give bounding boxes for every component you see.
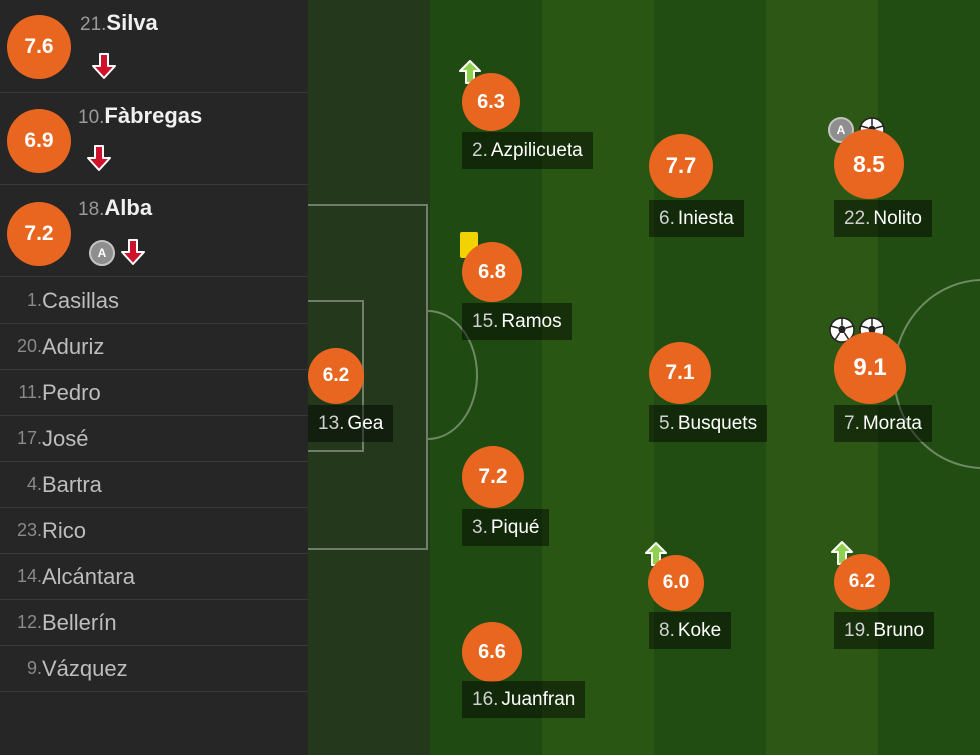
player-label[interactable]: 15.Ramos — [462, 303, 572, 340]
player-name: Koke — [677, 619, 722, 641]
player-name: Bruno — [873, 619, 925, 641]
player-number: 22. — [844, 207, 871, 229]
penalty-box — [308, 204, 428, 550]
player-name: Juanfran — [501, 688, 576, 710]
player-number: 16. — [472, 688, 499, 710]
player-name: Busquets — [677, 412, 758, 434]
player-rating[interactable]: 6.3 — [462, 73, 520, 131]
arrow-down-icon — [121, 239, 145, 265]
player-label[interactable]: 6.Iniesta — [649, 200, 744, 237]
player-label[interactable]: 7.Morata — [834, 405, 932, 442]
player-label[interactable]: 3.Piqué — [462, 509, 550, 546]
bench-player-row[interactable]: 20.Aduriz — [0, 324, 308, 370]
player-number: 1. — [26, 290, 42, 310]
player-number: 2. — [472, 139, 488, 161]
player-label: 21.Silva — [80, 10, 158, 36]
player-label[interactable]: 2.Azpilicueta — [462, 132, 593, 169]
player-rating[interactable]: 6.2 — [834, 554, 890, 610]
player-label: 18.Alba — [78, 195, 152, 221]
player-rating[interactable]: 7.2 — [462, 446, 524, 508]
player-number: 3. — [472, 516, 488, 538]
player-name: Azpilicueta — [490, 139, 583, 161]
bench-player-row[interactable]: 11.Pedro — [0, 370, 308, 416]
player-number: 17. — [16, 428, 42, 448]
player-number: 21. — [80, 14, 107, 35]
player-number: 13. — [318, 412, 345, 434]
rating-badge: 7.2 — [7, 202, 71, 266]
player-number: 20. — [16, 336, 42, 356]
player-number: 15. — [472, 310, 499, 332]
player-rating[interactable]: 6.8 — [462, 242, 522, 302]
player-rating[interactable]: 9.1 — [834, 332, 906, 404]
player-name: Iniesta — [677, 207, 734, 229]
rating-badge: 7.6 — [7, 15, 71, 79]
player-label[interactable]: 16.Juanfran — [462, 681, 586, 718]
bench-player-row[interactable]: 17.José — [0, 416, 308, 462]
player-rating[interactable]: 6.2 — [308, 348, 364, 404]
lineup-sidebar: 7.6 21.Silva 6.9 10.Fàbregas 7.2 18.Alba… — [0, 0, 308, 755]
player-rating[interactable]: 6.0 — [648, 555, 704, 611]
player-name: Vázquez — [42, 655, 128, 681]
player-name: Silva — [106, 10, 158, 35]
player-number: 5. — [659, 412, 675, 434]
player-number: 11. — [18, 382, 42, 402]
player-number: 19. — [844, 619, 871, 641]
player-label[interactable]: 8.Koke — [649, 612, 732, 649]
player-name: Alcántara — [42, 563, 135, 589]
bench-player-row[interactable]: 1.Casillas — [0, 278, 308, 324]
arrow-down-icon — [92, 53, 116, 79]
player-number: 10. — [78, 107, 105, 128]
player-label[interactable]: 22.Nolito — [834, 200, 932, 237]
pitch-stripe — [542, 0, 654, 755]
player-number: 9. — [26, 658, 42, 678]
player-number: 23. — [16, 520, 42, 540]
player-rating[interactable]: 7.1 — [649, 342, 711, 404]
player-name: Morata — [862, 412, 922, 434]
player-name: Piqué — [490, 516, 540, 538]
player-rating[interactable]: 7.7 — [649, 134, 713, 198]
player-name: Rico — [42, 517, 87, 543]
player-number: 4. — [26, 474, 42, 494]
player-number: 7. — [844, 412, 860, 434]
rating-badge: 6.9 — [7, 109, 71, 173]
player-number: 12. — [16, 612, 42, 632]
bench-player-row[interactable]: 4.Bartra — [0, 462, 308, 508]
bench-player-row[interactable]: 9.Vázquez — [0, 646, 308, 692]
assist-icon: A — [89, 240, 115, 266]
player-rating[interactable]: 8.5 — [834, 129, 904, 199]
player-name: Alba — [104, 195, 153, 220]
bench-player-row[interactable]: 12.Bellerín — [0, 600, 308, 646]
player-label[interactable]: 13.Gea — [308, 405, 394, 442]
bench-player-row[interactable]: 14.Alcántara — [0, 554, 308, 600]
substituted-player-row[interactable]: 7.2 18.Alba A — [0, 184, 308, 277]
player-rating[interactable]: 6.6 — [462, 622, 522, 682]
player-number: 6. — [659, 207, 675, 229]
player-number: 8. — [659, 619, 675, 641]
player-label[interactable]: 19.Bruno — [834, 612, 935, 649]
player-number: 14. — [16, 566, 42, 586]
player-name: Bellerín — [42, 609, 117, 635]
substituted-player-row[interactable]: 7.6 21.Silva — [0, 0, 308, 93]
player-name: Ramos — [501, 310, 562, 332]
player-name: Bartra — [42, 471, 102, 497]
substituted-player-row[interactable]: 6.9 10.Fàbregas — [0, 92, 308, 185]
player-name: Pedro — [42, 379, 101, 405]
ball-icon — [829, 317, 855, 343]
pitch: 6.2 13.Gea 6.3 2.Azpilicueta 6.8 15.Ramo… — [308, 0, 980, 755]
player-name: Aduriz — [42, 333, 105, 359]
arrow-down-icon — [87, 145, 111, 171]
bench-player-row[interactable]: 23.Rico — [0, 508, 308, 554]
player-name: Gea — [347, 412, 384, 434]
player-name: Casillas — [42, 287, 120, 313]
player-number: 18. — [78, 199, 105, 220]
player-name: Fàbregas — [104, 103, 203, 128]
player-name: José — [42, 425, 89, 451]
player-label: 10.Fàbregas — [78, 103, 202, 129]
player-label[interactable]: 5.Busquets — [649, 405, 768, 442]
player-name: Nolito — [873, 207, 922, 229]
